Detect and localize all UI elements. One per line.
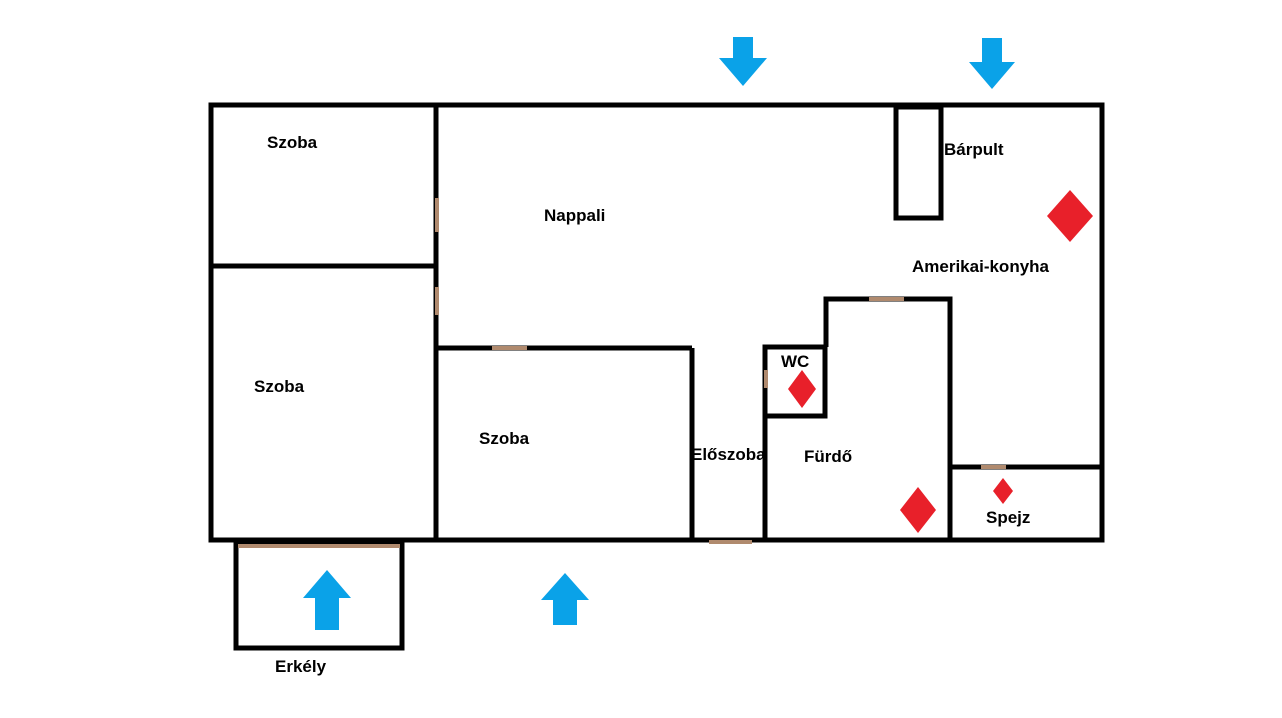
marker-diamond-icon [900, 487, 936, 533]
label-szoba-left: Szoba [254, 377, 305, 396]
label-erkely: Erkély [275, 657, 327, 676]
label-szoba-top-left: Szoba [267, 133, 318, 152]
label-furdo: Fürdő [804, 447, 852, 466]
label-spejz: Spejz [986, 508, 1030, 527]
markers [788, 190, 1093, 533]
walls [208, 102, 1105, 651]
marker-diamond-icon [788, 370, 816, 408]
arrow-up-icon [303, 570, 351, 630]
label-barpult: Bárpult [944, 140, 1004, 159]
arrow-down-icon [719, 37, 767, 86]
windows [254, 102, 1036, 543]
label-nappali: Nappali [544, 206, 605, 225]
marker-diamond-icon [1047, 190, 1093, 242]
room-labels: Szoba Nappali Bárpult Amerikai-konyha Sz… [254, 133, 1050, 676]
label-wc: WC [781, 352, 809, 371]
label-szoba-middle: Szoba [479, 429, 530, 448]
arrow-up-icon [541, 573, 589, 625]
barpult-counter [893, 104, 944, 221]
label-amerikai-konyha: Amerikai-konyha [912, 257, 1050, 276]
arrows [303, 37, 1015, 630]
arrow-down-icon [969, 38, 1015, 89]
wall-furdo-top [823, 296, 953, 540]
doors [238, 198, 1006, 548]
outer-wall [208, 102, 1105, 543]
label-eloszoba: Előszoba [691, 445, 766, 464]
marker-diamond-icon [993, 478, 1013, 504]
